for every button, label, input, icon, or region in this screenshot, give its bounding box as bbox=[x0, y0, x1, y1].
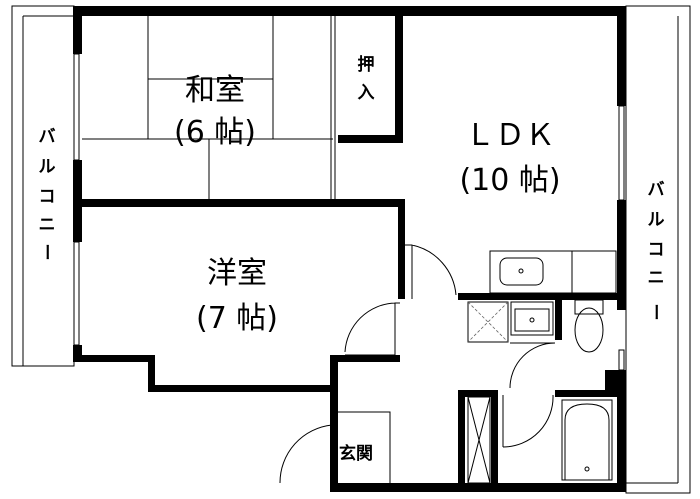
balcony-char: ー bbox=[36, 244, 56, 261]
ldk-size: (10 帖) bbox=[459, 163, 560, 198]
genkan-label: 玄関 bbox=[339, 443, 373, 464]
balcony-char: コ bbox=[39, 187, 56, 207]
balcony-char: ル bbox=[39, 157, 56, 177]
balcony-left-label: バ ル コ ニ ー bbox=[36, 127, 56, 261]
oshiire-label-top: 押 bbox=[358, 54, 375, 75]
balcony-char: バ bbox=[648, 180, 665, 200]
bathtub bbox=[561, 399, 613, 481]
oshiire-label-bottom: 入 bbox=[358, 83, 375, 103]
washbasin bbox=[510, 301, 554, 336]
balcony-char: ル bbox=[648, 210, 665, 230]
walls bbox=[73, 6, 626, 492]
doors bbox=[279, 244, 556, 484]
kitchen-sink bbox=[489, 250, 617, 294]
tatami-lines bbox=[82, 16, 336, 200]
washer-space bbox=[467, 301, 509, 343]
ldk-name: ＬＤＫ bbox=[465, 118, 555, 153]
yoshitsu-size: (7 帖) bbox=[196, 301, 278, 336]
balcony-left bbox=[11, 5, 75, 367]
yoshitsu-name: 洋室 bbox=[207, 256, 267, 291]
washitsu-size: (6 帖) bbox=[174, 115, 256, 150]
balcony-char: バ bbox=[39, 127, 56, 147]
toilet bbox=[574, 299, 604, 353]
balcony-char: ニ bbox=[648, 268, 665, 288]
balcony-char: ニ bbox=[39, 215, 56, 235]
windows bbox=[73, 53, 625, 371]
closet-storage bbox=[467, 396, 491, 484]
balcony-right-label: バ ル コ ニ ー bbox=[645, 180, 665, 321]
balcony-char: コ bbox=[648, 240, 665, 260]
balcony-char: ー bbox=[645, 304, 665, 321]
washitsu-name: 和室 bbox=[185, 73, 245, 108]
